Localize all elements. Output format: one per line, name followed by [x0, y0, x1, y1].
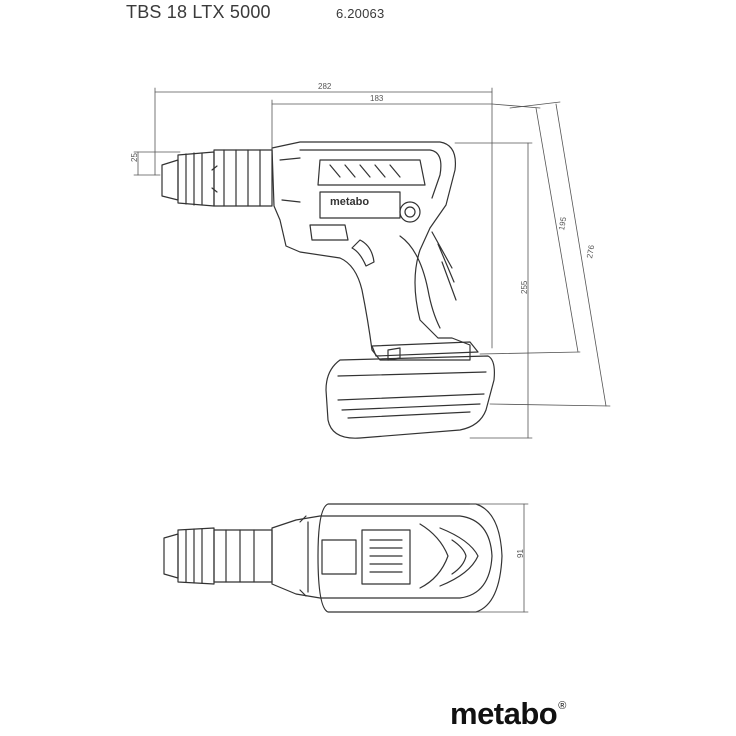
top-chuck [163, 527, 273, 585]
model-title: TBS 18 LTX 5000 [126, 2, 271, 22]
top-view [163, 503, 503, 613]
article-number: 6.20063 [336, 6, 385, 21]
dim-diag-inner: 195 [557, 216, 568, 231]
brand-logo: metabo® [450, 696, 566, 732]
side-battery [325, 341, 495, 439]
side-housing [271, 141, 471, 361]
top-dimensions: 91 [469, 503, 529, 613]
side-view: metabo [161, 141, 495, 439]
dim-width: 91 [516, 549, 525, 558]
dim-diag-outer: 276 [585, 244, 596, 259]
tool-brand-label: metabo [330, 196, 369, 208]
dim-body-length: 183 [370, 94, 384, 103]
side-chuck [161, 149, 273, 207]
dim-chuck-diameter: 25 [130, 153, 139, 162]
top-body [271, 503, 503, 613]
dim-height: 255 [520, 280, 529, 294]
registered-mark: ® [558, 700, 566, 712]
dim-overall-length: 282 [318, 82, 332, 91]
side-dimensions: 282 183 25 255 195 276 [130, 82, 611, 439]
brand-logo-text: metabo [450, 696, 558, 731]
